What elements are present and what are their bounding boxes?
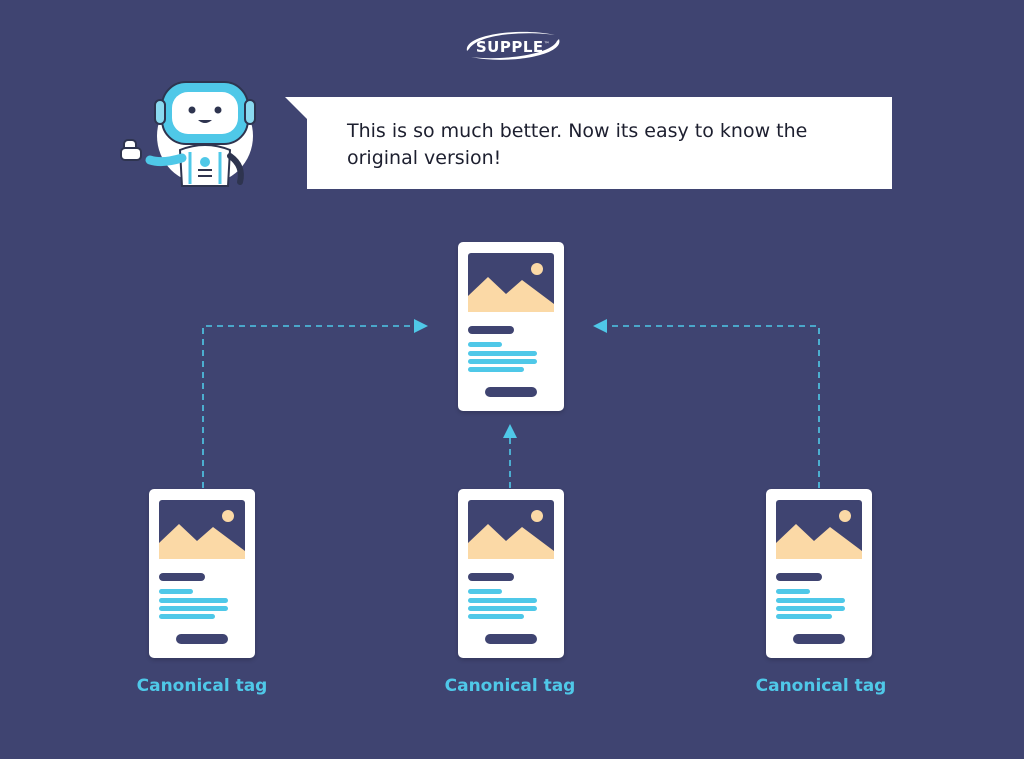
- arrow-head-icon: [593, 319, 607, 333]
- logo-swoosh-icon: [466, 31, 560, 60]
- card-label-right: Canonical tag: [755, 676, 887, 696]
- robot-mascot: [110, 78, 270, 198]
- arrow-head-icon: [414, 319, 428, 333]
- card-label-center: Canonical tag: [444, 676, 576, 696]
- duplicate-page-card-center: [458, 489, 564, 658]
- connector-left: [202, 325, 414, 488]
- robot-mascot-icon: [120, 81, 256, 187]
- duplicate-page-card-right: [766, 489, 872, 658]
- card-label-left: Canonical tag: [136, 676, 268, 696]
- supple-logo: SUPPLE™: [459, 25, 567, 65]
- connector-right: [607, 325, 820, 488]
- speech-bubble-text: This is so much better. Now its easy to …: [347, 120, 808, 169]
- arrow-head-icon: [503, 424, 517, 438]
- duplicate-page-card-left: [149, 489, 255, 658]
- original-page-card: [458, 242, 564, 411]
- speech-bubble: [285, 97, 892, 189]
- logo-text: SUPPLE™: [475, 38, 551, 56]
